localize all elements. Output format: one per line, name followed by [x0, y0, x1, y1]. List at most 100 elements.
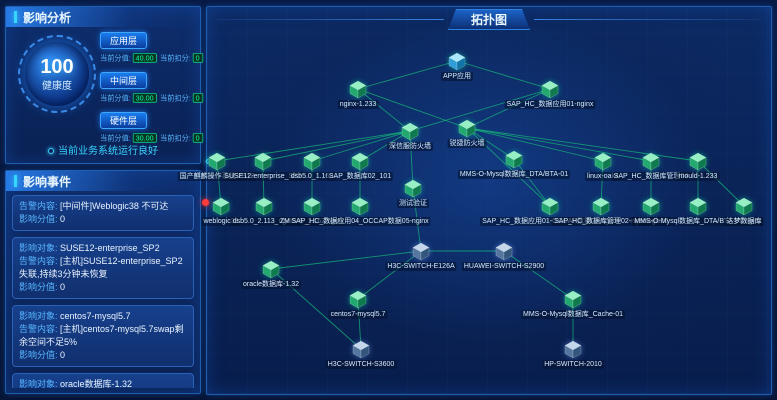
node-cube-icon: [594, 152, 612, 171]
node-label: H3C-SWITCH-E126A: [385, 262, 457, 271]
topology-edge: [409, 130, 414, 189]
node-label: SAP_HC_数据库管理02-nginx: [552, 217, 650, 226]
event-field-label: 告警内容:: [19, 324, 61, 334]
node-label: MMS-O-Mysql数据库_DTA/BTA-01-nginx: [632, 217, 764, 226]
node-label: 国产麒麟操作系统-2S12: [177, 172, 257, 181]
node-cube-icon: [349, 290, 367, 309]
layer-badge-hardware[interactable]: 硬件层: [100, 112, 148, 129]
node-cube-icon: [208, 152, 226, 171]
layer-badge-application[interactable]: 应用层: [100, 32, 148, 49]
node-label: APP应用: [440, 72, 474, 81]
node-cube-icon: [349, 80, 367, 99]
node-cube-icon: [303, 197, 321, 216]
node-cube-icon: [404, 179, 422, 198]
topology-edge: [466, 127, 515, 160]
event-field-label: 影响分值:: [19, 350, 61, 360]
collapse-toggle-icon[interactable]: «: [205, 153, 213, 168]
event-field-label: 影响对象:: [19, 311, 61, 321]
topology-edges: [216, 60, 745, 350]
node-label: 锐捷防火墙: [447, 139, 487, 148]
event-row: 影响对象: oracle数据库-1.32: [19, 378, 187, 388]
node-cube-icon: [401, 122, 419, 141]
node-label: HP-SWITCH-2010: [542, 360, 604, 369]
node-label: mould-1.233: [676, 172, 720, 181]
node-cube-icon: [458, 119, 476, 138]
event-field-label: 影响分值:: [19, 214, 61, 224]
node-cube-icon: [564, 340, 582, 359]
deduct-value: 0: [192, 133, 203, 143]
event-card[interactable]: 告警内容: [中间件]Weblogic38 不可达影响分值: 0: [12, 195, 194, 231]
status-text: 当前业务系统运行良好: [58, 146, 158, 157]
event-field-label: 影响分值:: [19, 282, 61, 292]
topology-title: 拓扑图: [448, 9, 530, 30]
impact-analysis-header: 影响分析: [6, 7, 200, 27]
topology-edge: [409, 88, 551, 132]
node-cube-icon: [254, 152, 272, 171]
event-field-value: [主机]centos7-mysql5.7swap剩余空间不足5%: [19, 324, 184, 347]
node-label: 测试验证: [397, 199, 429, 208]
topology-edge: [697, 160, 745, 207]
node-cube-icon: [262, 260, 280, 279]
event-field-value: 0: [60, 282, 66, 292]
event-row: 告警内容: [主机]SUSE12-enterprise_SP2失联,持续3分钟未…: [19, 255, 187, 281]
node-cube-icon: [212, 197, 230, 216]
event-field-value: oracle数据库-1.32: [60, 379, 133, 388]
node-cube-icon: [412, 242, 430, 261]
node-cube-icon: [689, 152, 707, 171]
topology-edge: [270, 250, 422, 270]
topology-edge: [262, 130, 411, 162]
event-row: 影响分值: 0: [19, 213, 187, 226]
event-row: 影响对象: centos7-mysql5.7: [19, 310, 187, 323]
node-cube-icon: [642, 152, 660, 171]
event-card[interactable]: 影响对象: oracle数据库-1.32告警内容: [数据库:ORACLE]主机…: [12, 373, 194, 388]
event-field-label: 影响对象:: [19, 379, 61, 388]
event-field-label: 影响对象:: [19, 243, 61, 253]
node-cube-icon: [689, 197, 707, 216]
header-accent-icon: [14, 175, 17, 187]
node-label: SAP_HC_数据应用04_OCCAP数据05-nginx: [289, 217, 431, 226]
node-label: nginx-1.233: [337, 100, 379, 109]
system-status-text: 当前业务系统运行良好: [6, 142, 200, 157]
node-cube-icon: [735, 197, 753, 216]
node-cube-icon: [642, 197, 660, 216]
node-label: 深信服防火墙: [387, 142, 433, 151]
node-cube-icon: [564, 290, 582, 309]
impact-analysis-title: 影响分析: [23, 10, 72, 25]
event-row: 影响分值: 0: [19, 281, 187, 294]
node-cube-icon: [352, 340, 370, 359]
deduct-label: 当前扣分:: [160, 53, 191, 62]
topology-edge: [466, 127, 652, 162]
score-label: 当前分值:: [100, 133, 131, 142]
deduct-label: 当前扣分:: [160, 133, 191, 142]
deduct-value: 0: [192, 53, 203, 63]
layer-badge-middleware[interactable]: 中间层: [100, 72, 148, 89]
node-cube-icon: [351, 197, 369, 216]
header-accent-icon: [14, 11, 17, 23]
node-cube-icon: [351, 152, 369, 171]
node-label: SAP_数据库02_101: [326, 172, 394, 181]
event-field-value: [中间件]Weblogic38 不可达: [60, 201, 169, 211]
health-gauge: 100 健康度: [18, 35, 96, 113]
node-cube-icon: [541, 80, 559, 99]
node-label: H3C-SWITCH-S3600: [325, 360, 397, 369]
node-label: MMS-O-Mysql数据库_DTA/BTA-01: [457, 170, 571, 179]
event-row: 影响分值: 0: [19, 349, 187, 362]
topology-edge: [359, 130, 411, 162]
node-cube-icon: [495, 242, 513, 261]
topology-edge: [357, 250, 422, 300]
event-row: 告警内容: [主机]centos7-mysql5.7swap剩余空间不足5%: [19, 323, 187, 349]
score-value: 30.00: [132, 133, 157, 143]
topology-edge: [513, 158, 551, 207]
node-cube-icon: [255, 197, 273, 216]
topology-edge: [311, 130, 411, 162]
